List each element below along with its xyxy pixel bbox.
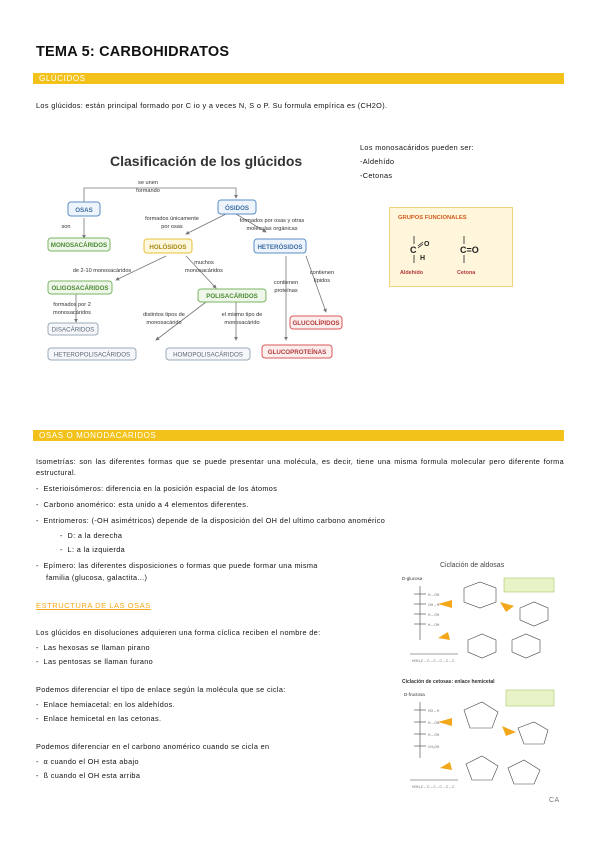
bullet-item: - Enlace hemicetal en las cetonas. bbox=[36, 714, 162, 723]
node-heteropolisacaridos bbox=[47, 347, 137, 361]
node-oligosacaridos bbox=[47, 280, 113, 295]
link-label: de 2-10 monosacáridos bbox=[73, 268, 132, 274]
page-title: TEMA 5: CARBOHIDRATOS bbox=[36, 44, 230, 60]
node-osas-label: OSAS bbox=[75, 207, 93, 214]
functional-groups-diagram: C O H C=O bbox=[410, 236, 479, 263]
aldosas-title: Ciclación de aldosas bbox=[440, 562, 505, 569]
node-holosidos bbox=[143, 238, 193, 254]
disoluciones-text: Los glúcidos en disoluciones adquieren u… bbox=[36, 628, 321, 637]
link-label: son bbox=[61, 224, 70, 230]
section-heading: GLÚCIDOS bbox=[39, 74, 86, 83]
bullet-item-continued: familia (glucosa, galactita...) bbox=[46, 573, 148, 582]
svg-text:HOH₂C – C – C – C – C – C: HOH₂C – C – C – C – C – C bbox=[412, 659, 455, 663]
node-glucolipidos-label: GLUCOLÍPIDOS bbox=[292, 319, 339, 327]
link-label: por osas bbox=[161, 224, 183, 230]
node-monosacaridos bbox=[47, 237, 111, 252]
sub-bullet-item: - D: a la derecha bbox=[60, 531, 123, 540]
node-homopolisacaridos-label: HOMOPOLISACÁRIDOS bbox=[173, 352, 243, 359]
bullet-item: - Carbono anomérico: esta unido a 4 elem… bbox=[36, 500, 249, 509]
svg-text:H – OH: H – OH bbox=[428, 721, 440, 725]
svg-text:HOH₂C – C – C – C – C – C: HOH₂C – C – C – C – C – C bbox=[412, 785, 455, 789]
link-label: formados por 2 bbox=[53, 302, 91, 308]
link-label: monosacárido bbox=[224, 320, 259, 326]
svg-text:C: C bbox=[410, 245, 417, 255]
link-label: muchos bbox=[194, 260, 214, 266]
node-glucoproteinas bbox=[261, 344, 333, 359]
bullet-item: - Entriomeros: (-OH asimétricos) depende… bbox=[36, 516, 386, 525]
link-label: lípidos bbox=[314, 278, 330, 284]
link-label: contienen bbox=[274, 280, 298, 286]
link-label: distintos tipos de bbox=[143, 312, 185, 318]
svg-text:H – OH: H – OH bbox=[428, 593, 440, 597]
svg-text:H – OH: H – OH bbox=[428, 733, 440, 737]
grupos-funcionales-box: GRUPOS FUNCIONALES C O H C=O Aldehído Ce… bbox=[389, 207, 513, 287]
grupos-funcionales-title: GRUPOS FUNCIONALES bbox=[398, 215, 467, 221]
link-label: formados por osas y otras bbox=[240, 218, 305, 224]
node-homopolisacaridos bbox=[165, 347, 251, 361]
bullet-item: - Las pentosas se llaman furano bbox=[36, 657, 154, 666]
bullet-item: - ß cuando el OH esta arriba bbox=[36, 771, 141, 780]
link-label: formados únicamente bbox=[145, 216, 199, 222]
bullet-item: - α cuando el OH esta abajo bbox=[36, 757, 139, 766]
svg-text:O: O bbox=[424, 241, 430, 248]
cetosas-cyclization-figure: Ciclación de cetosas: enlace hemicetal D… bbox=[402, 679, 555, 789]
cetona-label: Cetona bbox=[457, 270, 476, 276]
node-heterosidos-label: HETERÓSIDOS bbox=[257, 243, 302, 251]
node-oligosacaridos-label: OLIGOSACÁRIDOS bbox=[51, 285, 108, 292]
concept-map-title: Clasificación de los glúcidos bbox=[110, 153, 302, 169]
node-osas bbox=[67, 201, 101, 217]
footer-mark: CA bbox=[549, 797, 560, 804]
sub-bullet-item: - L: a la izquierda bbox=[60, 545, 126, 554]
link-label: se unen bbox=[138, 180, 158, 186]
node-heteropolisacaridos-label: HETEROPOLISACÁRIDOS bbox=[54, 352, 130, 359]
node-polisacaridos-label: POLISACÁRIDOS bbox=[206, 293, 258, 300]
svg-text:H: H bbox=[420, 255, 425, 262]
node-holosidos-label: HOLÓSIDOS bbox=[149, 243, 186, 251]
bullet-item: - Epímero: las diferentes disposiciones … bbox=[36, 561, 318, 570]
link-label: moléculas orgánicas bbox=[247, 226, 298, 232]
intro-text: Los glúcidos: están principal formado po… bbox=[36, 101, 388, 110]
aldosas-label: D-glucosa bbox=[402, 576, 423, 581]
link-label: proteínas bbox=[274, 288, 298, 294]
link-label: monosacárido bbox=[146, 320, 181, 326]
node-disacaridos bbox=[47, 322, 99, 336]
node-heterosidos bbox=[253, 238, 307, 254]
svg-text:C=O: C=O bbox=[460, 245, 479, 255]
bullet-item: - Esterioisómeros: diferencia en la posi… bbox=[36, 484, 278, 493]
cetosas-label: D-fructosa bbox=[404, 692, 425, 697]
link-label: monosacáridos bbox=[53, 310, 91, 316]
svg-text:CH₂OH: CH₂OH bbox=[428, 745, 440, 749]
bullet-item: - Las hexosas se llaman pirano bbox=[36, 643, 150, 652]
aldosas-cyclization-figure: Ciclación de aldosas D-glucosa H – OH OH … bbox=[402, 562, 555, 663]
link-label: el mismo tipo de bbox=[222, 312, 263, 318]
svg-text:H – OH: H – OH bbox=[428, 623, 440, 627]
subsection-heading: ESTRUCTURA DE LAS OSAS bbox=[36, 601, 151, 610]
cetosas-title: Ciclación de cetosas: enlace hemicetal bbox=[402, 679, 495, 685]
isometrias-text: Isometrías: son las diferentes formas qu… bbox=[36, 457, 564, 477]
enlace-intro-text: Podemos diferenciar el tipo de enlace se… bbox=[36, 685, 286, 694]
link-label: formando bbox=[136, 188, 160, 194]
node-polisacaridos bbox=[197, 288, 267, 303]
link-label: contienen bbox=[310, 270, 334, 276]
section-band-glucidos: GLÚCIDOS bbox=[33, 73, 564, 84]
mono-item: -Cetonas bbox=[360, 171, 393, 180]
aldehido-label: Aldehído bbox=[400, 270, 424, 276]
section-band-osas: OSAS O MONODACARIDOS bbox=[33, 430, 564, 441]
node-disacaridos-label: DISACÁRIDOS bbox=[52, 327, 95, 334]
link-label: monosacáridos bbox=[185, 268, 223, 274]
concept-map: Clasificación de los glúcidos OSAS ÓSIDO… bbox=[47, 153, 343, 361]
svg-text:H – OH: H – OH bbox=[428, 613, 440, 617]
mono-heading: Los monosacáridos pueden ser: bbox=[360, 143, 474, 152]
node-glucolipidos bbox=[289, 315, 343, 330]
svg-text:OH – H: OH – H bbox=[428, 603, 440, 607]
bullet-item: - Enlace hemiacetal: en los aldehídos. bbox=[36, 700, 175, 709]
svg-text:HO – H: HO – H bbox=[428, 709, 440, 713]
node-monosacaridos-label: MONOSACÁRIDOS bbox=[51, 242, 107, 249]
node-osidos-label: ÓSIDOS bbox=[225, 204, 249, 212]
carbono-intro-text: Podemos diferenciar en el carbono anomér… bbox=[36, 742, 270, 751]
node-glucoproteinas-label: GLUCOPROTEÍNAS bbox=[268, 348, 326, 356]
node-osidos bbox=[217, 199, 257, 215]
mono-item: -Aldehído bbox=[360, 157, 395, 166]
section-heading: OSAS O MONODACARIDOS bbox=[39, 431, 157, 440]
